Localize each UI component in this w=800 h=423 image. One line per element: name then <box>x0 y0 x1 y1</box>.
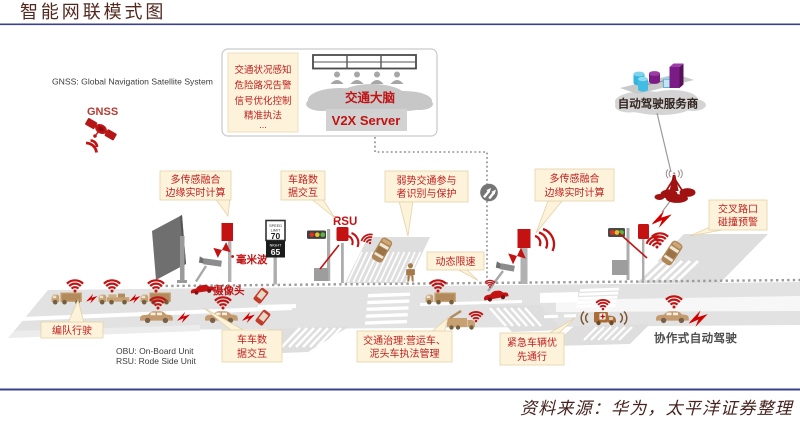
svg-text:OBU: On-Board Unit: OBU: On-Board Unit <box>116 346 194 356</box>
svg-text:危险路况告警: 危险路况告警 <box>234 80 292 92</box>
svg-text:NIGHT: NIGHT <box>270 244 282 248</box>
svg-text:边缘实时计算: 边缘实时计算 <box>545 186 605 199</box>
svg-text:RSU: RSU <box>333 216 357 228</box>
svg-text:摄像头: 摄像头 <box>213 284 245 297</box>
svg-text:GNSS: Global Navigation Satell: GNSS: Global Navigation Satellite System <box>52 77 213 87</box>
svg-text:65: 65 <box>271 247 281 257</box>
svg-text:交叉路口: 交叉路口 <box>718 203 758 216</box>
svg-text:精准执法: 精准执法 <box>244 110 282 122</box>
svg-text:GNSS: GNSS <box>87 106 118 118</box>
svg-text:据交互: 据交互 <box>237 347 267 360</box>
svg-text:泥头车执法管理: 泥头车执法管理 <box>370 347 440 360</box>
svg-text:弱势交通参与: 弱势交通参与 <box>397 174 457 187</box>
svg-text:智能网联模式图: 智能网联模式图 <box>20 2 166 22</box>
svg-text:编队行驶: 编队行驶 <box>52 324 92 337</box>
svg-text:边缘实时计算: 边缘实时计算 <box>166 186 226 199</box>
svg-text:动态限速: 动态限速 <box>436 255 476 268</box>
svg-text:据交互: 据交互 <box>288 186 318 199</box>
svg-text:交通大脑: 交通大脑 <box>345 90 396 105</box>
svg-text:协作式自动驾驶: 协作式自动驾驶 <box>654 331 737 345</box>
svg-text:车车数: 车车数 <box>237 333 267 346</box>
svg-text:多传感融合: 多传感融合 <box>550 172 600 185</box>
svg-text:毫米波: 毫米波 <box>236 253 268 266</box>
svg-text:交通治理:营运车、: 交通治理:营运车、 <box>363 334 446 347</box>
svg-text:自动驾驶服务商: 自动驾驶服务商 <box>618 97 699 111</box>
svg-text:车路数: 车路数 <box>288 173 318 186</box>
svg-text:者识别与保护: 者识别与保护 <box>397 187 457 200</box>
svg-text:碰撞预警: 碰撞预警 <box>718 216 758 229</box>
svg-text:先通行: 先通行 <box>517 350 547 363</box>
svg-text:资料来源：华为，太平洋证券整理: 资料来源：华为，太平洋证券整理 <box>520 399 794 418</box>
svg-text:LIMIT: LIMIT <box>271 229 281 233</box>
svg-text:SPEED: SPEED <box>269 224 282 228</box>
svg-text:紧急车辆优: 紧急车辆优 <box>507 336 557 349</box>
svg-text:...: ... <box>259 120 267 130</box>
svg-text:信号优化控制: 信号优化控制 <box>234 95 291 107</box>
svg-text:RSU: Rode Side Unit: RSU: Rode Side Unit <box>116 356 196 366</box>
svg-text:交通状况感知: 交通状况感知 <box>234 64 291 76</box>
svg-text:V2X Server: V2X Server <box>332 113 401 128</box>
svg-text:70: 70 <box>271 231 281 241</box>
svg-text:多传感融合: 多传感融合 <box>171 173 221 186</box>
